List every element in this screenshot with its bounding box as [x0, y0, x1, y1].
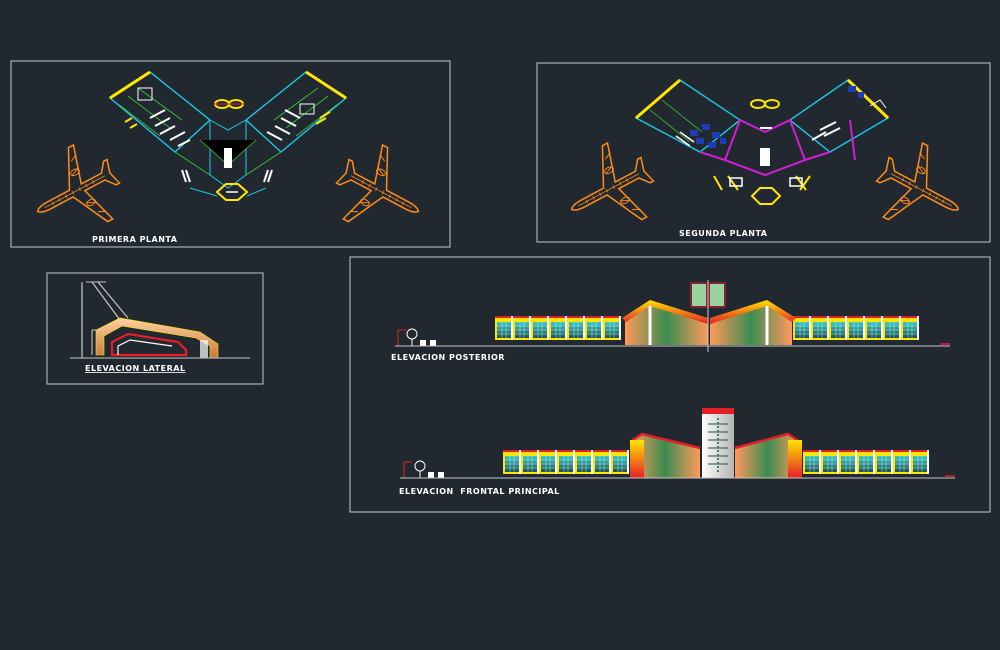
elevaciones-frame	[349, 256, 991, 513]
primera-planta-frame	[10, 60, 451, 248]
segunda-planta-view: SEGUNDA PLANTA	[536, 62, 991, 248]
floor-plan-1	[108, 70, 348, 201]
primera-planta-label: PRIMERA PLANTA	[92, 235, 178, 244]
tree-icon	[397, 328, 436, 346]
primera-planta-view: PRIMERA PLANTA	[10, 60, 451, 250]
segunda-planta-frame	[536, 62, 991, 243]
posterior-facade	[395, 280, 950, 352]
elevacion-lateral-view: ELEVACION LATERAL	[46, 272, 264, 385]
frontal-facade	[400, 408, 955, 479]
elevacion-frontal-label: ELEVACION FRONTAL PRINCIPAL	[399, 487, 560, 496]
segunda-planta-label: SEGUNDA PLANTA	[679, 229, 768, 238]
elevacion-lateral-label: ELEVACION LATERAL	[85, 364, 186, 373]
floor-plan-2	[634, 78, 890, 205]
tree-icon	[403, 460, 444, 478]
airplane-icon	[322, 133, 439, 250]
airplane-icon	[862, 131, 979, 248]
airplane-icon	[17, 133, 134, 250]
elevacion-frontal-view: ELEVACION FRONTAL PRINCIPAL	[399, 408, 955, 496]
elevacion-lateral-frame	[46, 272, 264, 385]
elevacion-posterior-label: ELEVACION POSTERIOR	[391, 353, 505, 362]
lateral-section-drawing	[70, 281, 250, 359]
elevacion-posterior-view: ELEVACION POSTERIOR	[391, 280, 950, 362]
airplane-icon	[551, 131, 668, 248]
